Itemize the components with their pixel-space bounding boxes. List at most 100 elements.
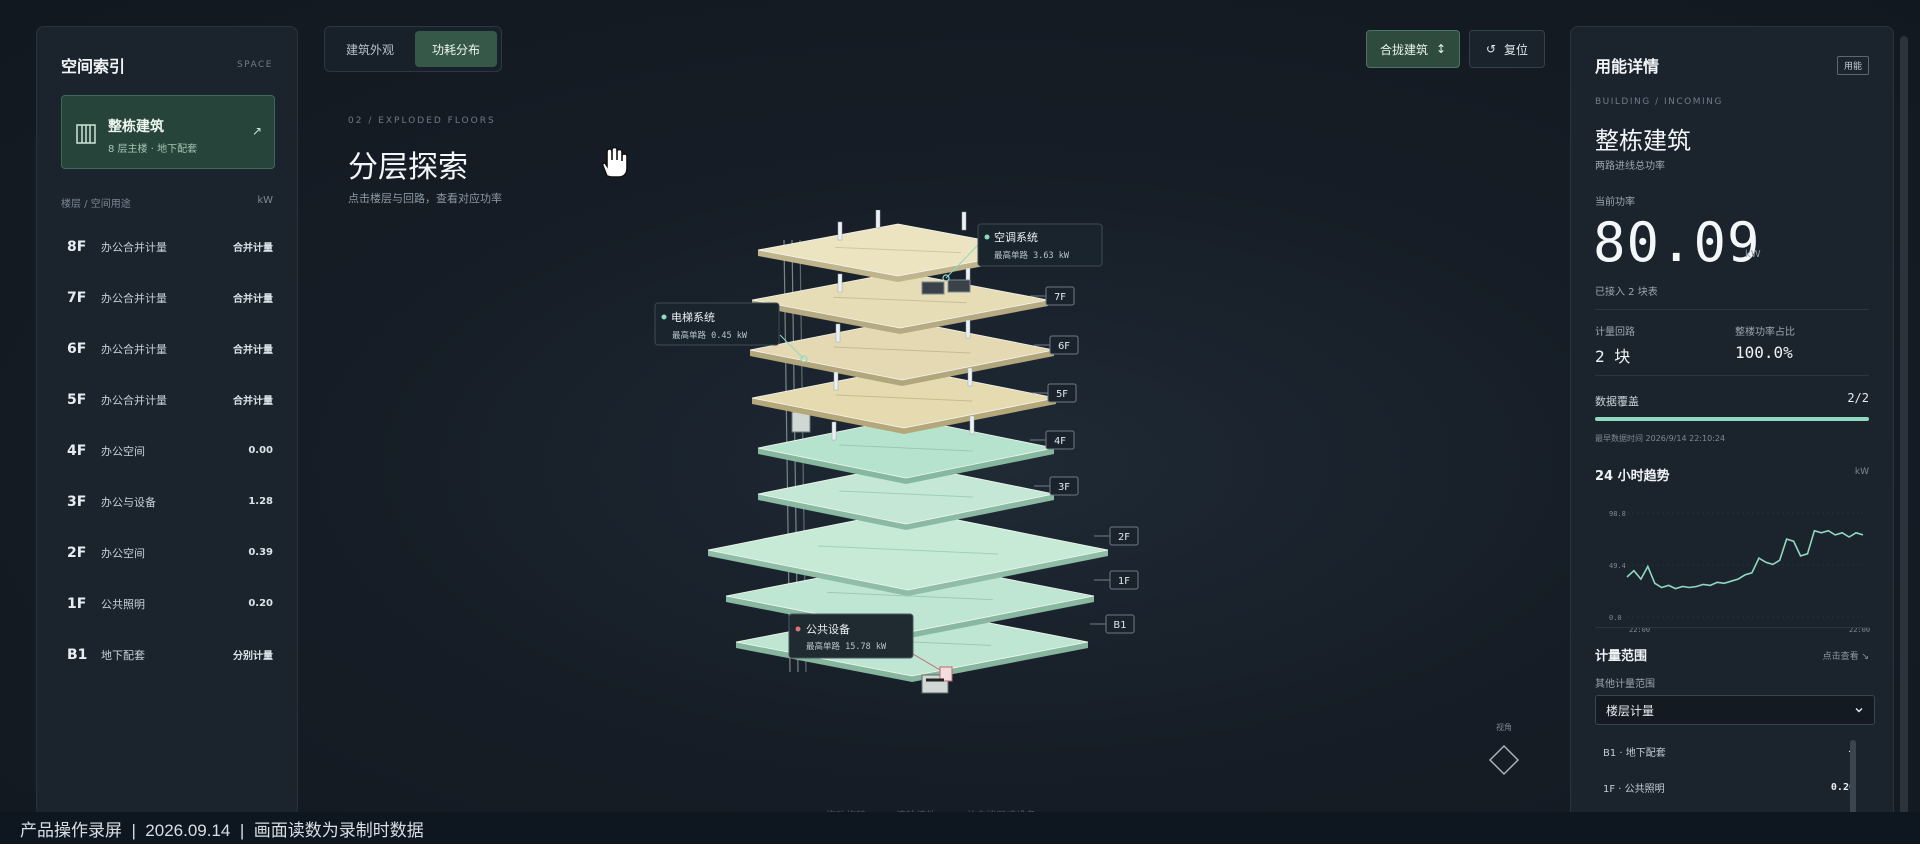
callout-elevator-system[interactable]: 电梯系统 最高单路 0.45 kW xyxy=(654,302,808,363)
reset-button-label: 复位 xyxy=(1504,42,1529,57)
elevator-car[interactable] xyxy=(791,411,811,433)
floor-list-header-unit: kW xyxy=(257,195,273,206)
current-power-unit: kW xyxy=(1745,249,1761,260)
floor-value: 0.20 xyxy=(248,598,273,609)
floor-label: 3F xyxy=(67,493,87,510)
floor-value: 1.28 xyxy=(248,496,273,507)
floor-tag-3f[interactable]: 3F xyxy=(1034,476,1079,496)
coverage-progress-fill xyxy=(1595,417,1869,421)
scope-row-name: B1 · 地下配套 xyxy=(1603,747,1666,759)
callout-public-equipment[interactable]: 公共设备 最高单路 15.78 kW xyxy=(788,613,941,671)
arrow-up-right-icon: ↗ xyxy=(251,124,262,138)
tab-power-distribution[interactable]: 功耗分布 xyxy=(415,31,497,67)
floor-value: 合并计量 xyxy=(233,243,273,254)
slab-partition xyxy=(839,444,973,452)
detail-eyebrow: BUILDING / INCOMING xyxy=(1595,97,1723,107)
floor-tag-label: 2F xyxy=(1118,532,1130,543)
floor-row-5f[interactable]: 5F 办公合并计量 合并计量 xyxy=(61,374,273,425)
current-power-value: 80.09 xyxy=(1593,211,1761,274)
slab-partition xyxy=(833,346,971,354)
floor-tag-4f[interactable]: 4F xyxy=(1030,430,1075,450)
floor-tag-label: 3F xyxy=(1058,482,1070,493)
slab-column xyxy=(969,415,975,435)
trend-series-line[interactable] xyxy=(1626,529,1864,590)
power-ratio-label: 整楼功率占比 xyxy=(1735,327,1795,338)
floor-tags[interactable]: 7F 6F 5F 4F 3F 2F 1F B1 xyxy=(1030,286,1139,634)
slab-column xyxy=(831,421,837,441)
floor-value: 0.39 xyxy=(248,547,273,558)
callout-hvac-system[interactable]: 空调系统 最高单路 3.63 kW xyxy=(945,223,1103,279)
floor-row-4f[interactable]: 4F 办公空间 0.00 xyxy=(61,425,273,476)
page-title: 分层探索 xyxy=(348,150,468,185)
callout-public-detail: 最高单路 15.78 kW xyxy=(806,641,887,652)
view-angle-icon[interactable] xyxy=(1488,744,1520,776)
space-index-panel: 空间索引 SPACE 整栋建筑 8 层主楼 · 地下配套 ↗ 楼层 / 空间用途… xyxy=(36,26,298,816)
current-power-label: 当前功率 xyxy=(1595,197,1635,208)
slab-column xyxy=(965,319,971,339)
floor-tag-2f[interactable]: 2F xyxy=(1094,526,1139,546)
metering-scope-select[interactable]: 楼层计量 xyxy=(1595,695,1875,725)
chart-y-tick: 49.4 xyxy=(1609,562,1626,570)
space-index-tag: SPACE xyxy=(236,60,273,70)
callout-elevator-detail: 最高单路 0.45 kW xyxy=(672,330,748,341)
detail-name: 整栋建筑 xyxy=(1595,127,1691,155)
reset-button[interactable]: ↺ 复位 xyxy=(1469,30,1545,68)
slab-partition xyxy=(827,591,993,601)
floor-tag-b1[interactable]: B1 xyxy=(1090,614,1135,634)
divider xyxy=(1595,627,1869,628)
callout-hvac-name: 空调系统 xyxy=(994,230,1038,244)
tab-exterior[interactable]: 建筑外观 xyxy=(345,42,394,57)
floor-tag-1f[interactable]: 1F xyxy=(1094,570,1139,590)
data-coverage-value: 2/2 xyxy=(1847,391,1869,405)
floor-value: 0.00 xyxy=(248,445,273,456)
floor-slab-edge xyxy=(758,494,1054,530)
metering-scope-subtitle: 其他计量范围 xyxy=(1595,679,1655,690)
meter-circuits-label: 计量回路 xyxy=(1595,327,1635,338)
metering-scope-link[interactable]: 点击查看 ↘ xyxy=(1822,652,1869,662)
floor-label: 1F xyxy=(67,595,87,612)
scope-row[interactable]: 1F · 公共照明 0.20 xyxy=(1595,769,1863,805)
floor-tag-6f[interactable]: 6F xyxy=(1034,335,1079,355)
floor-slabs[interactable] xyxy=(707,223,1109,682)
trend-unit: kW xyxy=(1854,467,1869,477)
floor-label: 7F xyxy=(67,289,87,306)
latest-data-time: 最早数据时间 2026/9/14 22:10:24 xyxy=(1595,434,1726,443)
floor-value: 合并计量 xyxy=(233,396,273,407)
slab-column xyxy=(961,211,967,231)
energy-badge[interactable]: 用能 xyxy=(1836,55,1869,75)
public-equipment-device[interactable] xyxy=(921,666,953,694)
section-eyebrow: 02 / EXPLODED FLOORS xyxy=(348,116,496,126)
scope-row-value: 0.20 xyxy=(1830,781,1855,793)
hvac-units[interactable] xyxy=(921,274,971,295)
floor-label: 5F xyxy=(67,391,87,408)
merge-building-button[interactable]: 合拢建筑 ↕ xyxy=(1366,30,1460,68)
floor-tag-5f[interactable]: 5F xyxy=(1032,383,1077,403)
coverage-progress-bar xyxy=(1595,417,1869,421)
floor-tag-label: 7F xyxy=(1054,292,1066,303)
floor-usage: 办公空间 xyxy=(101,444,145,458)
scope-row[interactable]: B1 · 地下配套 — xyxy=(1595,733,1863,769)
floor-tag-7f[interactable]: 7F xyxy=(1030,286,1075,306)
floor-label: 4F xyxy=(67,442,87,459)
floor-value: 分别计量 xyxy=(233,651,273,662)
chart-x-tick: 22:00 xyxy=(1629,626,1650,634)
divider xyxy=(1595,309,1869,310)
whole-building-card[interactable]: 整栋建筑 8 层主楼 · 地下配套 ↗ xyxy=(61,95,275,169)
page-scrollbar[interactable] xyxy=(1900,36,1908,844)
scope-list-scrollbar[interactable] xyxy=(1850,740,1856,820)
floor-tag-label: B1 xyxy=(1113,620,1126,631)
reset-icon: ↺ xyxy=(1485,42,1497,56)
floor-usage: 办公合并计量 xyxy=(101,393,167,407)
slab-column xyxy=(875,210,881,229)
exploded-building-scene[interactable]: 7F 6F 5F 4F 3F 2F 1F B1 空调系统 最高单路 3.63 kW 电梯系统 … xyxy=(640,210,1160,710)
floor-tag-label: 1F xyxy=(1118,576,1130,587)
